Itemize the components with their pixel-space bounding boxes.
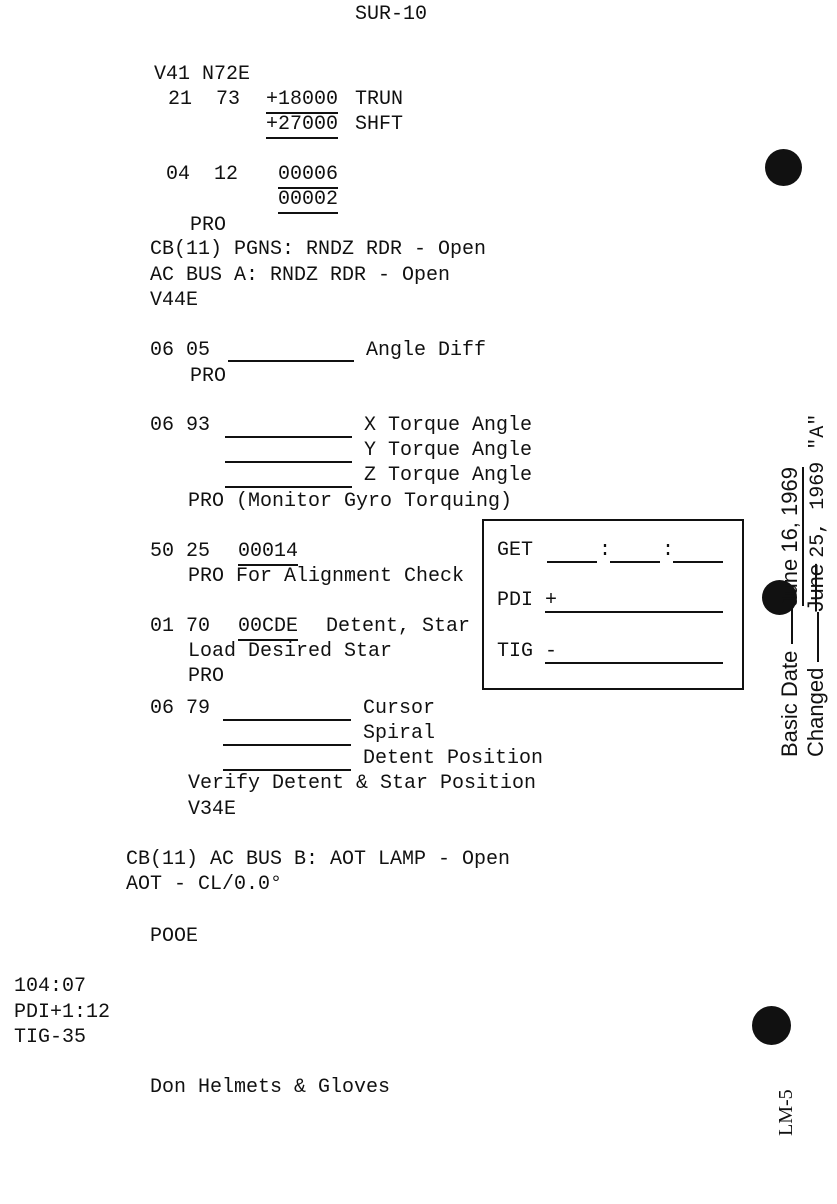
- step-text: 06 05: [150, 339, 211, 362]
- changed-date-value: 25, 1969 "A": [807, 413, 830, 558]
- step-text: X Torque Angle: [364, 414, 533, 437]
- blank-line: [225, 461, 352, 463]
- changed-date: Changed June 25, 1969 "A": [803, 413, 831, 757]
- value-field: 00CDE: [238, 615, 299, 641]
- step-text: Detent Position: [363, 747, 544, 770]
- binder-hole: [752, 1006, 791, 1045]
- value-field: +27000: [266, 113, 339, 139]
- blank-line: [791, 606, 793, 645]
- page-id: SUR-10: [355, 3, 428, 26]
- step-text: 06 79: [150, 697, 211, 720]
- value-field: 00014: [238, 540, 299, 566]
- blank-line: [610, 561, 660, 563]
- blank-line: [228, 360, 354, 362]
- colon: :: [662, 539, 675, 562]
- step-text: 01 70: [150, 615, 211, 638]
- step-text: Z Torque Angle: [364, 464, 533, 487]
- step-text: PRO: [188, 665, 225, 688]
- blank-line: [545, 611, 723, 613]
- step-text: PRO: [190, 214, 227, 237]
- step-text: PRO For Alignment Check: [188, 565, 465, 588]
- binder-hole: [762, 580, 797, 615]
- changed-label: Changed: [803, 667, 828, 757]
- blank-line: [817, 611, 819, 662]
- step-text: 50 25: [150, 540, 211, 563]
- step-text: Don Helmets & Gloves: [150, 1076, 391, 1099]
- time-marker: PDI+1:12: [14, 1001, 111, 1024]
- blank-line: [225, 486, 352, 488]
- step-text: Load Desired Star: [188, 640, 393, 663]
- step-text: V41 N72E: [154, 63, 251, 86]
- tig-label: TIG -: [497, 640, 558, 663]
- struck-text: June: [803, 563, 828, 612]
- step-text: Spiral: [363, 722, 436, 745]
- time-marker: 104:07: [14, 975, 87, 998]
- step-text: Y Torque Angle: [364, 439, 533, 462]
- step-text: Angle Diff: [366, 339, 487, 362]
- step-text: 04 12: [166, 163, 239, 186]
- pdi-label: PDI +: [497, 589, 558, 612]
- time-marker: TIG-35: [14, 1026, 87, 1049]
- value-field: 00002: [278, 188, 339, 214]
- basic-date-value: June 16, 1969: [777, 467, 804, 607]
- blank-line: [223, 744, 351, 746]
- step-text: V34E: [188, 798, 237, 821]
- step-text: AOT - CL/0.0°: [126, 873, 283, 896]
- step-text: CB(11) AC BUS B: AOT LAMP - Open: [126, 848, 511, 871]
- step-text: POOE: [150, 925, 199, 948]
- step-text: PRO: [190, 365, 227, 388]
- page-code: LM-5: [775, 1089, 797, 1136]
- blank-line: [547, 561, 597, 563]
- blank-line: [673, 561, 723, 563]
- blank-line: [223, 719, 351, 721]
- basic-date: Basic Date June 16, 1969: [777, 467, 804, 757]
- step-text: 21 73: [168, 88, 241, 111]
- get-label: GET: [497, 539, 534, 562]
- step-text: V44E: [150, 289, 199, 312]
- step-text: Cursor: [363, 697, 436, 720]
- value-field: 00006: [278, 163, 339, 189]
- step-text: CB(11) PGNS: RNDZ RDR - Open: [150, 238, 487, 261]
- basic-date-label: Basic Date: [777, 650, 802, 757]
- step-text: PRO (Monitor Gyro Torquing): [188, 490, 513, 513]
- step-text: Verify Detent & Star Position: [188, 772, 537, 795]
- step-text: SHFT: [355, 113, 404, 136]
- colon: :: [599, 539, 612, 562]
- step-text: TRUN: [355, 88, 404, 111]
- step-text: 06 93: [150, 414, 211, 437]
- step-text: AC BUS A: RNDZ RDR - Open: [150, 264, 451, 287]
- binder-hole: [765, 149, 802, 186]
- blank-line: [223, 769, 351, 771]
- blank-line: [545, 662, 723, 664]
- value-field: +18000: [266, 88, 339, 114]
- blank-line: [225, 436, 352, 438]
- step-text: Detent, Star: [326, 615, 471, 638]
- time-box: [482, 519, 744, 690]
